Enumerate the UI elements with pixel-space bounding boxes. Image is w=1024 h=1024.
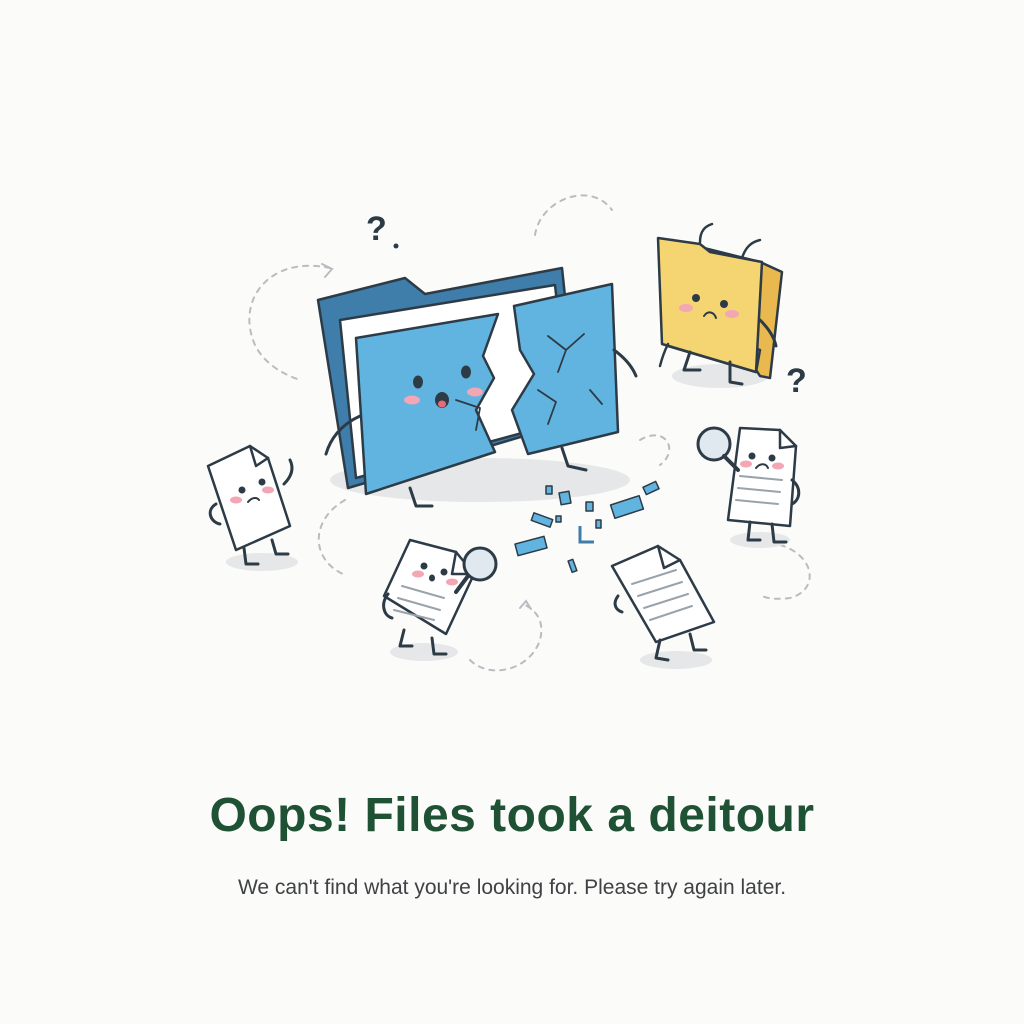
waving-document-character [206, 444, 294, 566]
folder-cheek [467, 387, 483, 397]
magnifier-icon [696, 426, 732, 462]
error-message: We can't find what you're looking for. P… [237, 876, 787, 899]
broken-folder-character [316, 266, 638, 508]
question-dot [393, 243, 399, 249]
folder-eye [461, 365, 471, 379]
searching-document-character-right [696, 426, 801, 544]
debris-corner [578, 526, 594, 544]
folder-cheek [404, 395, 420, 405]
question-mark-icon: ? [786, 362, 807, 400]
motion-arrow-heads [321, 263, 532, 610]
dashed-motion-paths [248, 194, 811, 672]
yellow-folder-character [656, 222, 784, 386]
folder-debris [514, 480, 660, 574]
reading-document-character [610, 544, 716, 662]
magnifier-icon [462, 546, 498, 582]
error-headline: Oops! Files took a deitour [209, 789, 815, 842]
searching-document-character-left [382, 538, 498, 656]
question-mark-icon: ? [366, 210, 387, 248]
folder-eye [413, 375, 423, 389]
lost-files-illustration: ? ? [206, 194, 811, 672]
